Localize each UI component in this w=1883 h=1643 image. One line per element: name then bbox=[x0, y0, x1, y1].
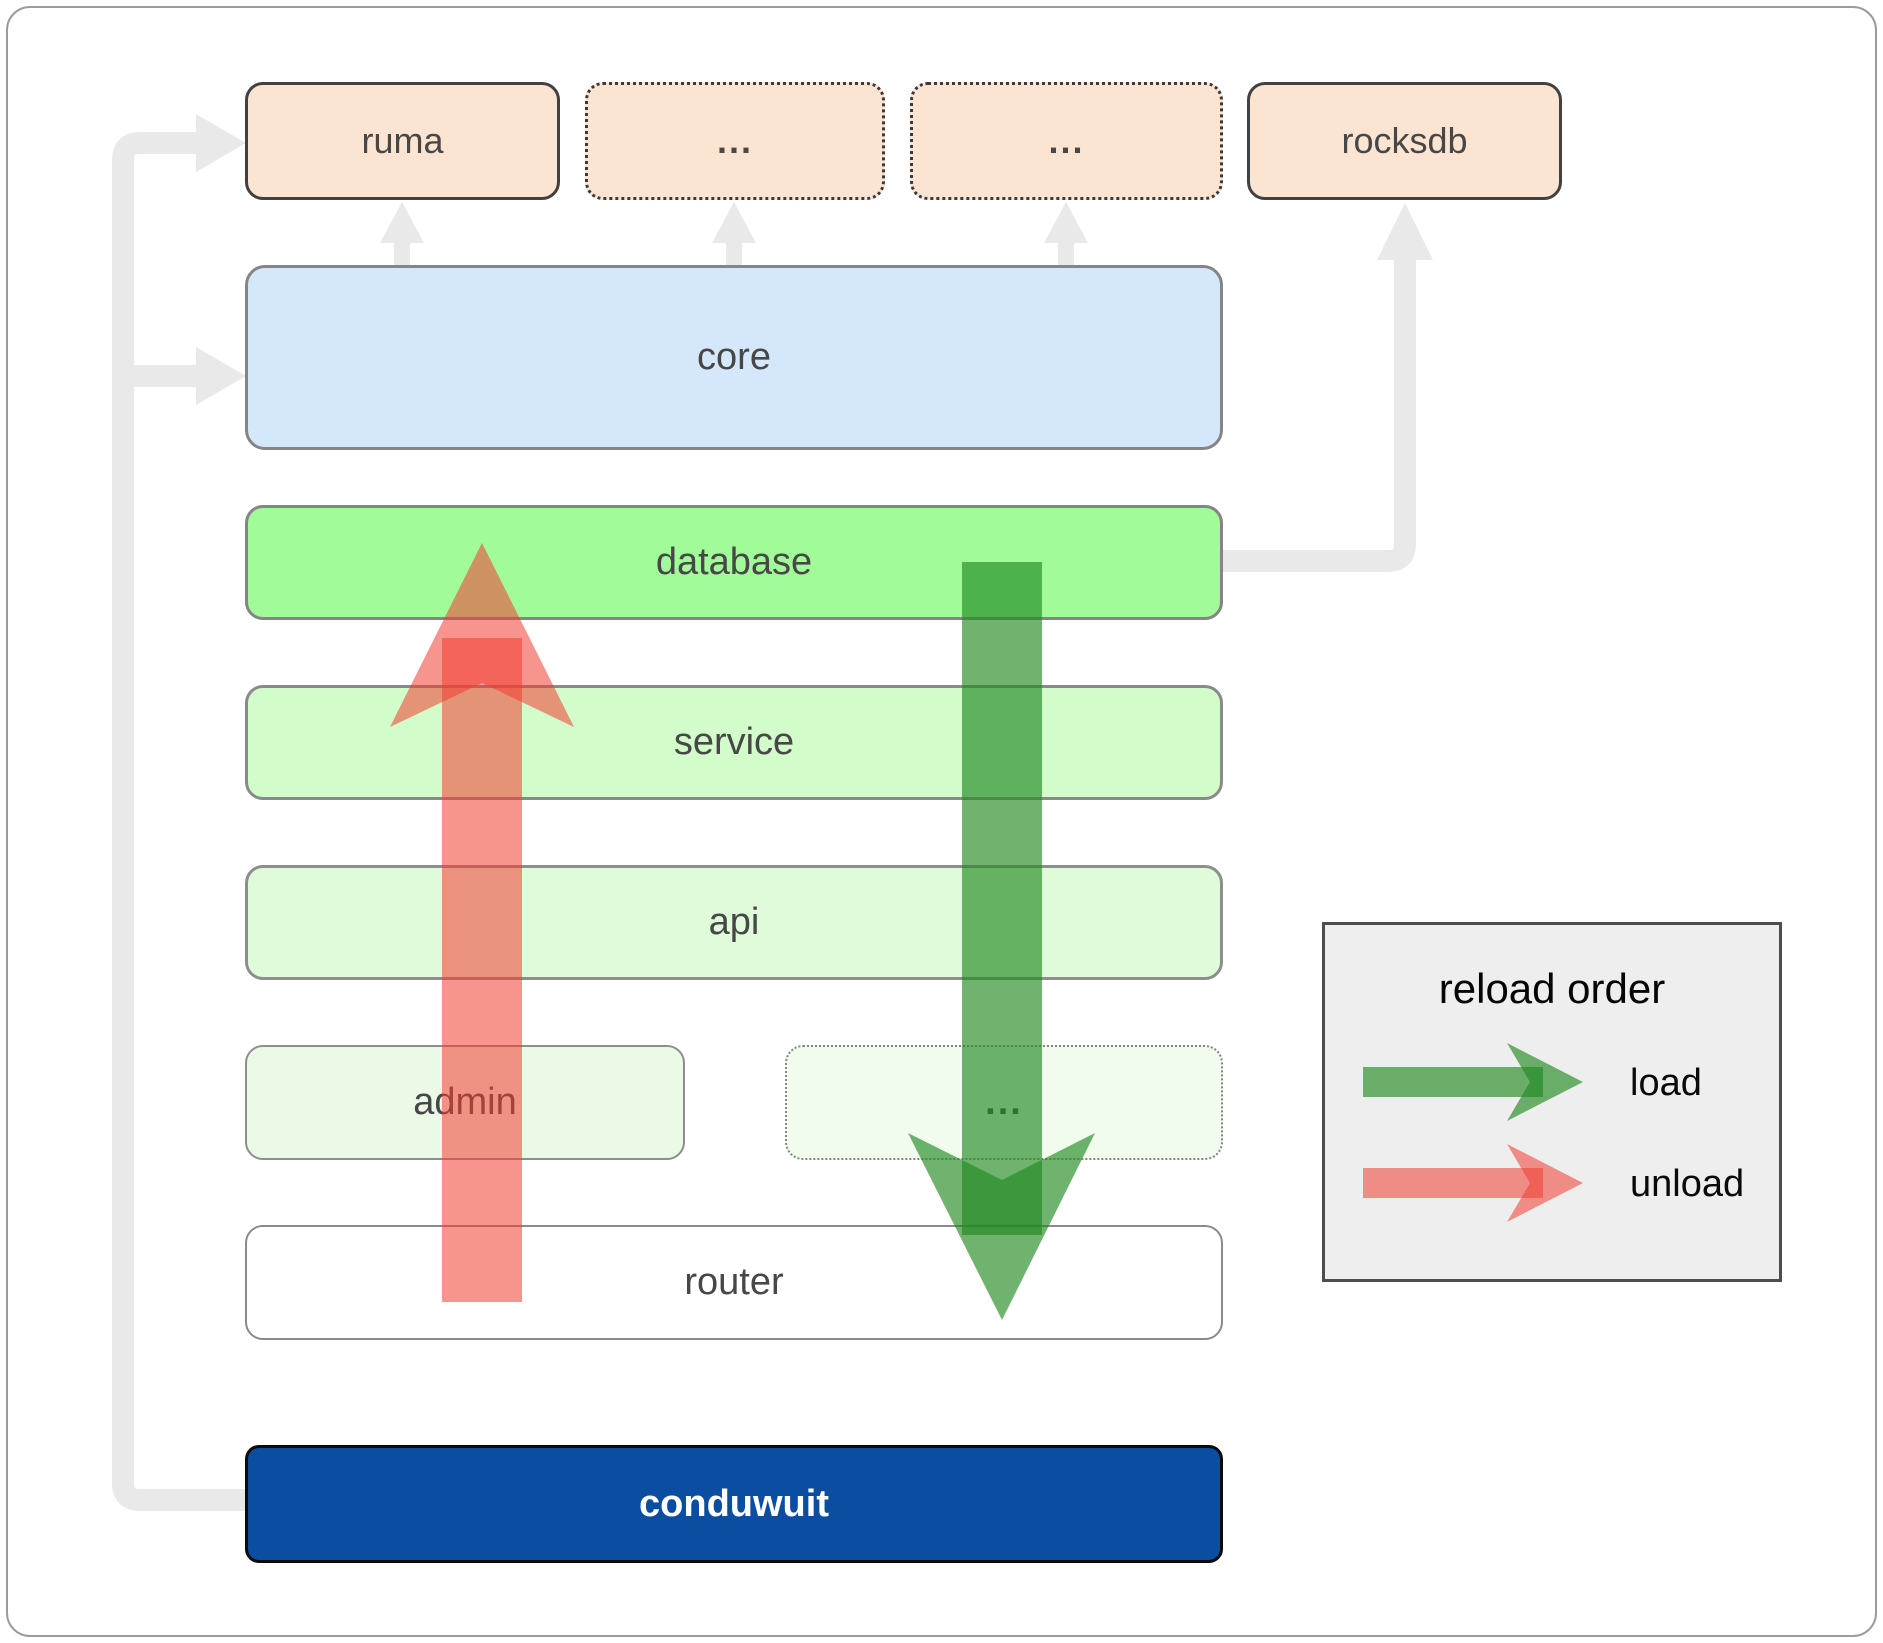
box-api: api bbox=[245, 865, 1223, 980]
legend-label-unload: unload bbox=[1630, 1163, 1745, 1205]
box-database-label: database bbox=[655, 541, 813, 583]
box-router: router bbox=[245, 1225, 1223, 1340]
box-core-label: core bbox=[697, 336, 771, 378]
box-rocksdb: rocksdb bbox=[1247, 82, 1562, 200]
box-api-label: api bbox=[708, 901, 760, 943]
box-admin-label: admin bbox=[413, 1081, 517, 1123]
legend-title: reload order bbox=[1438, 965, 1666, 1012]
outer-frame bbox=[6, 6, 1877, 1637]
box-admin: admin bbox=[245, 1045, 685, 1160]
box-conduwuit-label: conduwuit bbox=[639, 1482, 829, 1525]
box-database: database bbox=[245, 505, 1223, 620]
legend-panel: reload order load unload bbox=[1322, 922, 1782, 1282]
box-dots-top-1: ... bbox=[585, 82, 885, 200]
box-dots-top-1-label: ... bbox=[716, 120, 753, 161]
box-service: service bbox=[245, 685, 1223, 800]
box-service-label: service bbox=[673, 721, 795, 763]
legend-label-load: load bbox=[1630, 1062, 1702, 1104]
box-dots-top-2: ... bbox=[910, 82, 1223, 200]
box-ruma: ruma bbox=[245, 82, 560, 200]
box-router-label: router bbox=[684, 1261, 784, 1303]
box-rocksdb-label: rocksdb bbox=[1341, 120, 1468, 161]
box-ruma-label: ruma bbox=[361, 120, 444, 161]
box-dots-top-2-label: ... bbox=[1048, 120, 1085, 161]
box-dots-admin-label: ... bbox=[985, 1081, 1023, 1123]
box-conduwuit: conduwuit bbox=[245, 1445, 1223, 1563]
box-dots-admin: ... bbox=[785, 1045, 1223, 1160]
box-core: core bbox=[245, 265, 1223, 450]
